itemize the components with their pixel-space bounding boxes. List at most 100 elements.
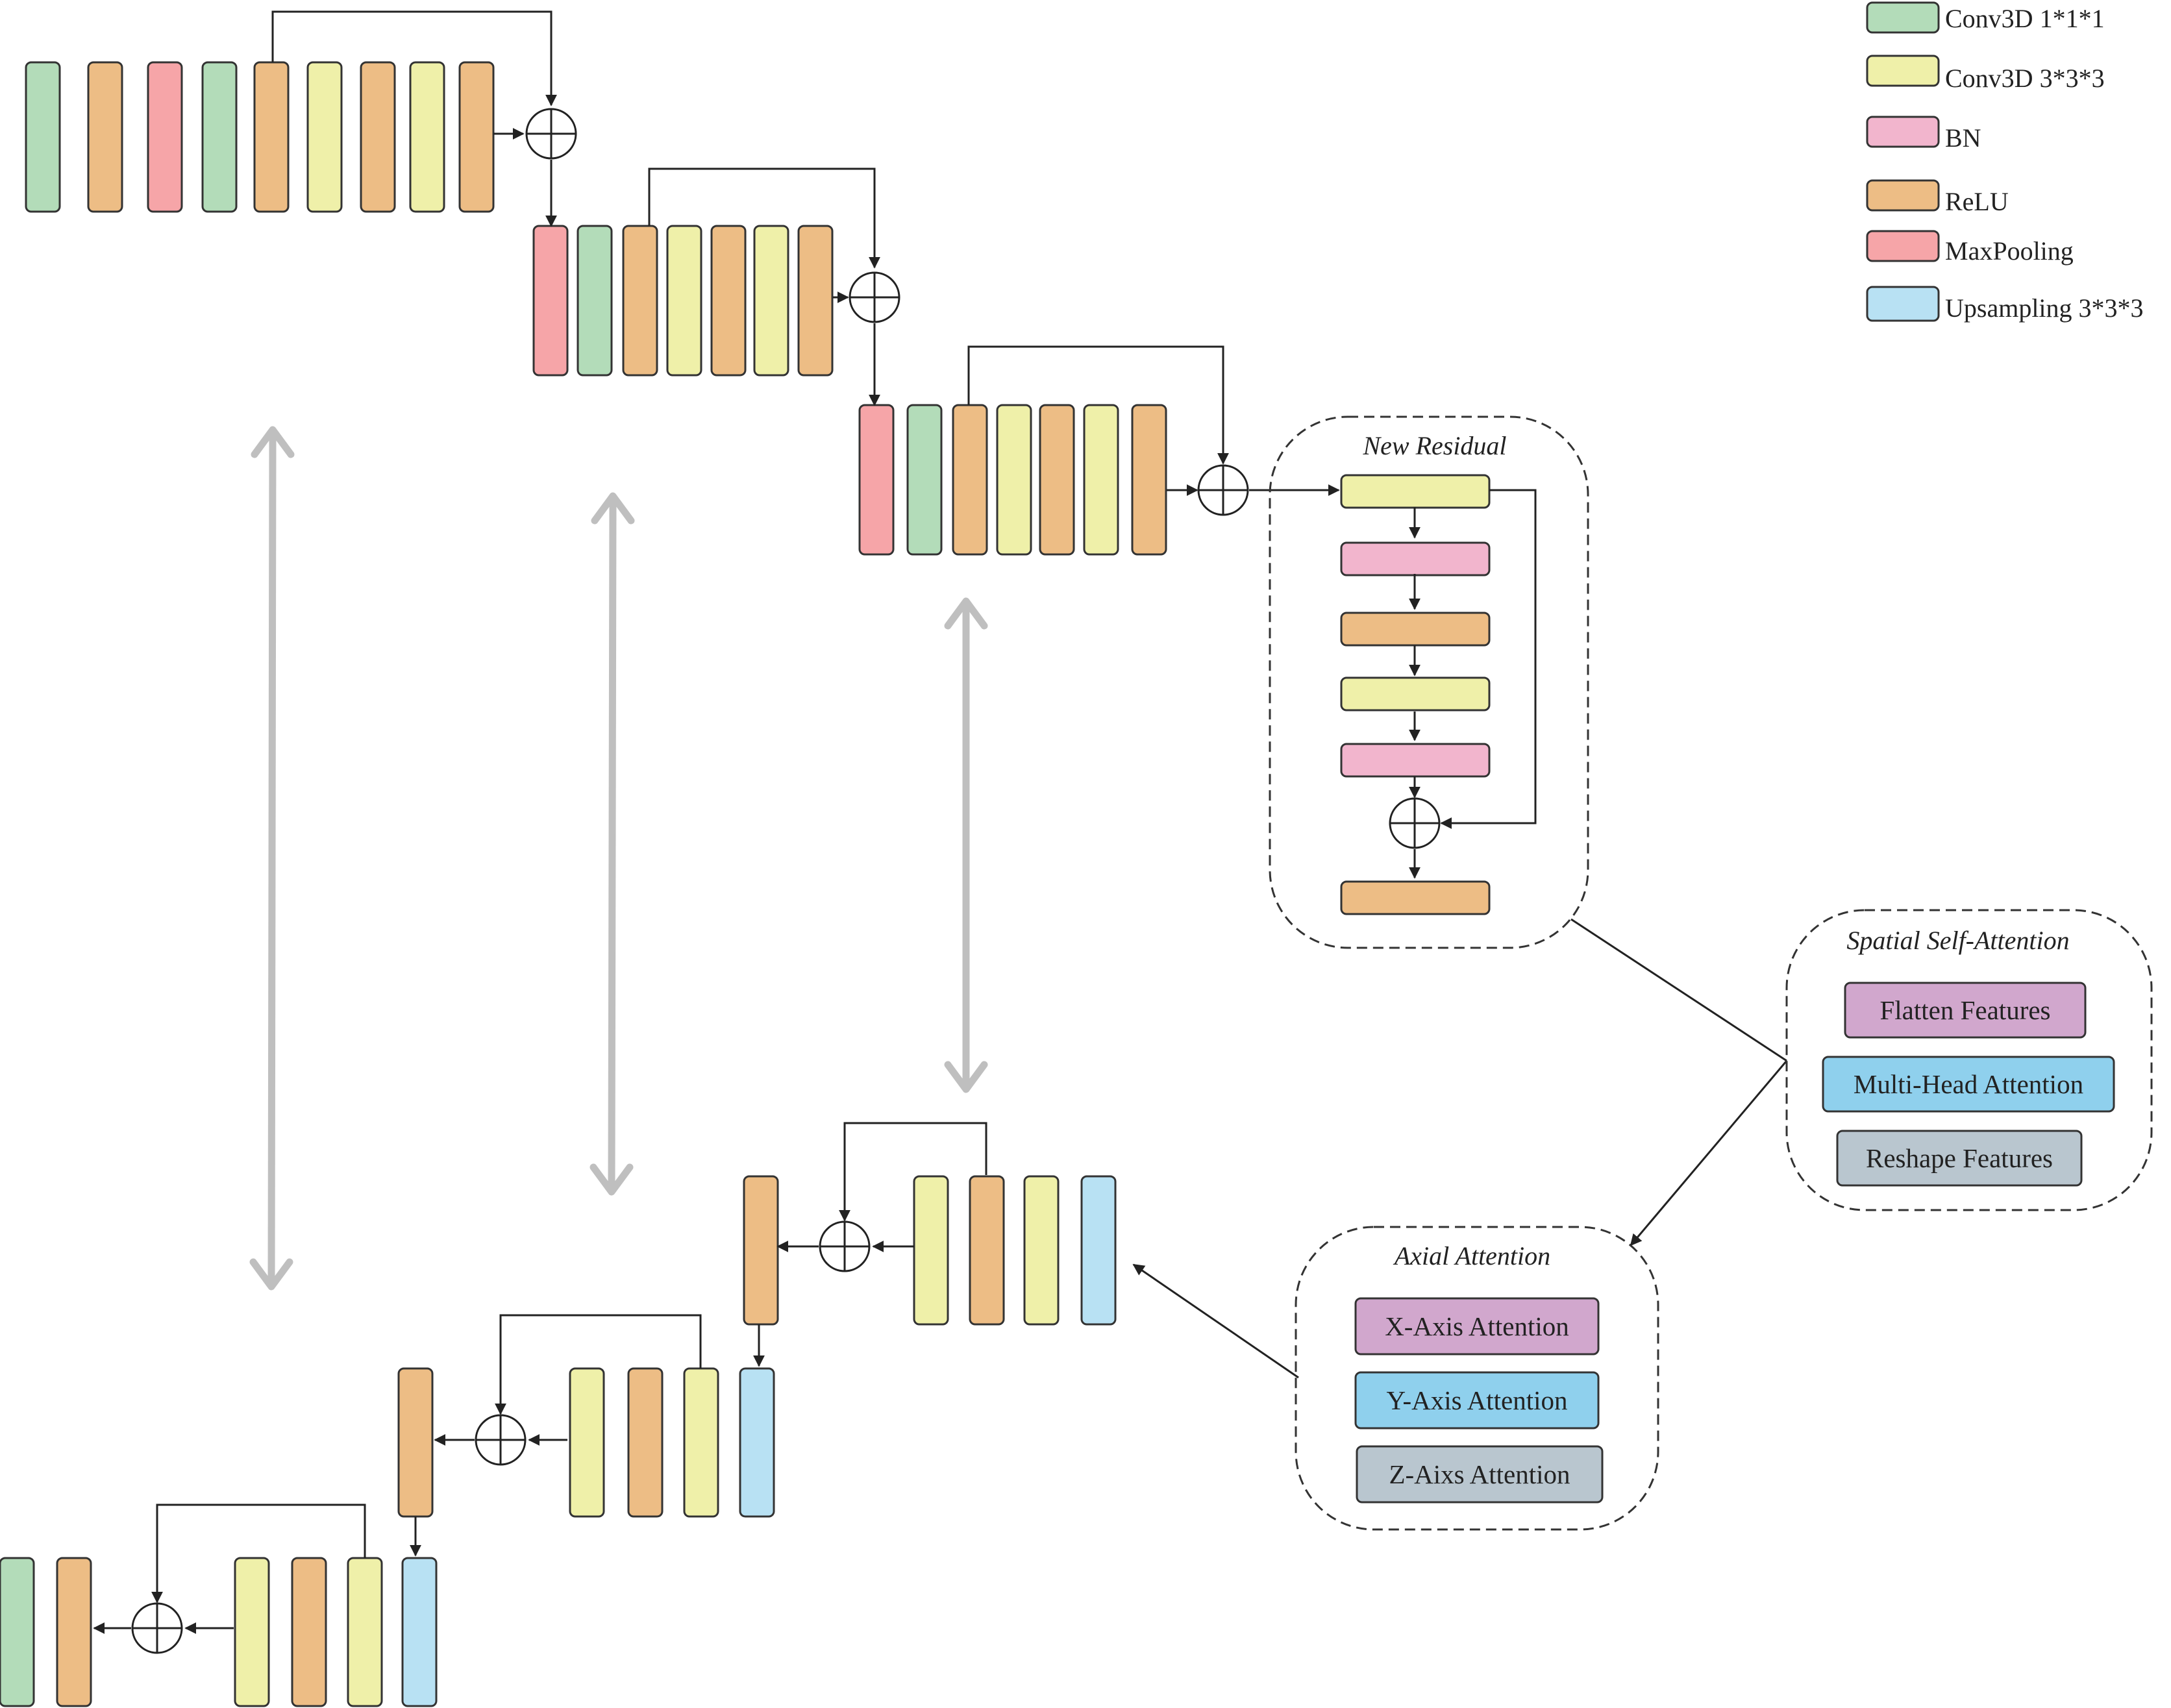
encoder-2-block-3-relu: [622, 225, 658, 377]
legend-label-conv3: Conv3D 3*3*3: [1945, 64, 2105, 93]
encoder-3-block-3-relu: [952, 404, 988, 556]
residual-block-1-conv3: [1340, 474, 1491, 509]
encoder-3-block-1-maxpool: [858, 404, 895, 556]
decoder-1-block-4-conv3: [1023, 1175, 1060, 1326]
arrow-spatial-to-axial: [1630, 1060, 1788, 1246]
x-axis-attention-box: X-Axis Attention: [1354, 1297, 1600, 1355]
y-axis-attention-label: Y-Axis Attention: [1386, 1385, 1567, 1415]
skip-arrow-level3: [944, 597, 988, 1093]
axial-attention-border: [1295, 1226, 1659, 1531]
legend-item-relu: ReLU: [1866, 179, 2009, 216]
legend-label-bn: BN: [1945, 123, 1981, 153]
new-residual-border: [1269, 415, 1589, 949]
encoder-3-block-6-conv3: [1083, 404, 1119, 556]
encoder-1-block-1-conv1: [25, 61, 61, 213]
skip-arrow-level2: [589, 492, 635, 1196]
reshape-features-box: Reshape Features: [1836, 1130, 2083, 1187]
spatial-attention-title: Spatial Self-Attention: [1846, 926, 2069, 955]
axial-attention-panel: Axial Attention X-Axis Attention Y-Axis …: [1295, 1226, 1659, 1531]
skip-line-enc3: [967, 345, 1229, 465]
decoder-1-block-5-upsample: [1080, 1175, 1117, 1326]
encoder-2-block-1-maxpool: [532, 225, 569, 377]
legend-item-bn: BN: [1866, 116, 1981, 153]
encoder-1-block-7-relu: [360, 61, 396, 213]
decoder-3-block-4-relu: [291, 1557, 327, 1707]
residual-block-5-bn: [1340, 743, 1491, 778]
sum-node-dec3: [131, 1602, 183, 1654]
encoder-3-block-5-relu: [1039, 404, 1075, 556]
link-residual-to-spatial: [1570, 918, 1787, 1062]
sum-node-enc2: [849, 271, 900, 323]
encoder-3-block-2-conv1: [906, 404, 943, 556]
encoder-1-block-8-conv3: [409, 61, 445, 213]
sum-node-enc3: [1197, 464, 1249, 516]
encoder-1-block-9-relu: [458, 61, 495, 213]
connectors: [93, 10, 1788, 1634]
skip-line-dec3: [151, 1504, 366, 1603]
encoder-2-block-4-conv3: [666, 225, 702, 377]
residual-block-3-relu: [1340, 612, 1491, 647]
decoder-2-block-3-relu: [627, 1367, 664, 1518]
skip-line-enc2: [648, 167, 880, 269]
legend-item-conv3: Conv3D 3*3*3: [1866, 55, 2105, 93]
legend-label-relu: ReLU: [1945, 187, 2009, 216]
encoder-1-block-4-conv1: [201, 61, 238, 213]
legend: Conv3D 1*1*1 Conv3D 3*3*3 BN ReLU MaxPoo…: [1866, 1, 2144, 323]
arrow-axial-to-decoder: [1132, 1263, 1299, 1379]
flatten-features-label: Flatten Features: [1879, 995, 2050, 1025]
sum-node-dec2: [475, 1414, 527, 1466]
decoder-1-block-1-relu: [743, 1175, 779, 1326]
decoder-2-block-5-upsample: [739, 1367, 775, 1518]
skip-line-dec2: [495, 1314, 702, 1415]
decoder-2-block-1-relu: [397, 1367, 434, 1518]
decoder-3-block-6-upsample: [401, 1557, 438, 1707]
sum-node-residual: [1389, 797, 1441, 849]
network-blocks: [0, 61, 1491, 1707]
axial-attention-title: Axial Attention: [1393, 1241, 1550, 1270]
spatial-attention-panel: Spatial Self-Attention Flatten Features …: [1785, 909, 2153, 1211]
decoder-3-block-3-conv3: [234, 1557, 270, 1707]
encoder-3-block-4-conv3: [996, 404, 1032, 556]
encoder-1-block-5-relu: [253, 61, 290, 213]
residual-block-4-conv3: [1340, 676, 1491, 712]
decoder-1-block-2-conv3: [913, 1175, 949, 1326]
encoder-1-block-2-relu: [87, 61, 123, 213]
skip-connection-arrows: [249, 426, 988, 1291]
legend-label-upsample: Upsampling 3*3*3: [1945, 293, 2144, 323]
new-residual-panel: New Residual: [1269, 415, 1589, 949]
decoder-3-block-5-conv3: [347, 1557, 383, 1707]
encoder-2-block-7-relu: [797, 225, 834, 377]
skip-line-enc1: [271, 10, 557, 106]
legend-item-upsample: Upsampling 3*3*3: [1866, 286, 2144, 323]
legend-item-maxpool: MaxPooling: [1866, 230, 2074, 266]
sum-node-dec1: [819, 1220, 871, 1272]
residual-block-6-relu: [1340, 880, 1491, 915]
decoder-2-block-4-conv3: [683, 1367, 719, 1518]
encoder-1-block-6-conv3: [306, 61, 343, 213]
encoder-3-block-7-relu: [1131, 404, 1167, 556]
sum-node-enc1: [525, 108, 577, 160]
encoder-1-block-3-maxpool: [147, 61, 183, 213]
legend-label-conv1: Conv3D 1*1*1: [1945, 4, 2105, 33]
multi-head-attention-box: Multi-Head Attention: [1822, 1056, 2115, 1113]
skip-arrow-level1: [249, 426, 295, 1291]
x-axis-attention-label: X-Axis Attention: [1385, 1311, 1569, 1341]
decoder-1-block-3-relu: [969, 1175, 1005, 1326]
flatten-features-box: Flatten Features: [1844, 982, 2087, 1039]
residual-block-2-bn: [1340, 541, 1491, 576]
decoder-3-block-2-relu: [56, 1557, 92, 1707]
encoder-2-block-5-relu: [710, 225, 747, 377]
decoder-3-block-1-conv1: [0, 1557, 35, 1707]
new-residual-title: New Residual: [1362, 431, 1506, 460]
skip-line-dec1: [839, 1122, 987, 1222]
decoder-2-block-2-conv3: [569, 1367, 605, 1518]
z-axis-attention-label: Z-Aixs Attention: [1389, 1459, 1570, 1489]
spatial-attention-border: [1785, 909, 2153, 1211]
encoder-2-block-2-conv1: [577, 225, 613, 377]
y-axis-attention-box: Y-Axis Attention: [1354, 1371, 1600, 1430]
encoder-2-block-6-conv3: [753, 225, 789, 377]
multi-head-attention-label: Multi-Head Attention: [1854, 1069, 2083, 1099]
z-axis-attention-box: Z-Aixs Attention: [1356, 1445, 1604, 1504]
sum-nodes: [131, 108, 1441, 1654]
